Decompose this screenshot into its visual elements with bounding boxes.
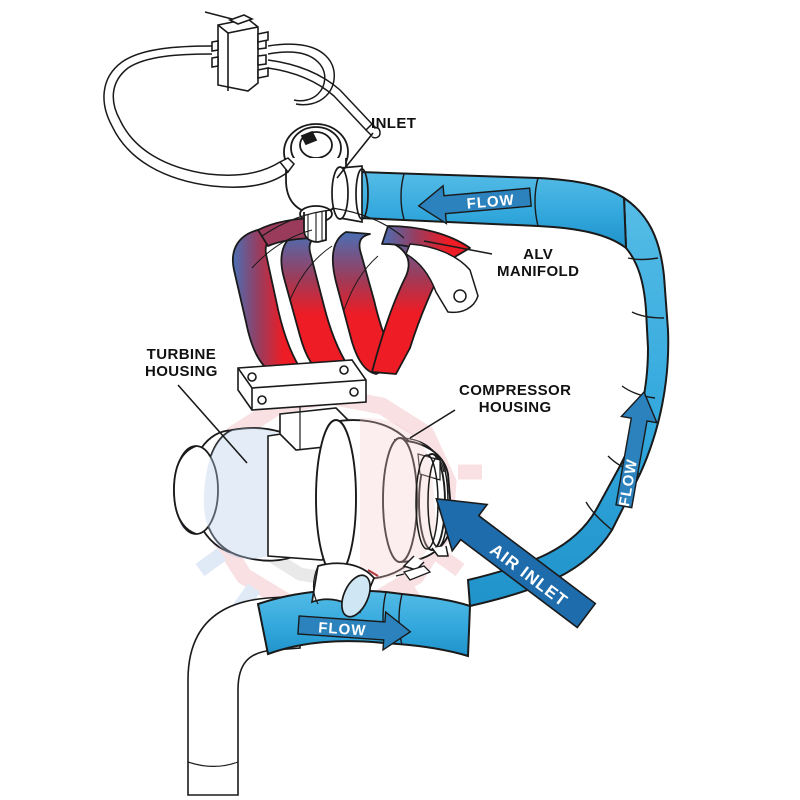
- flow-arrow-bottom-label: FLOW: [318, 619, 367, 639]
- turbine-housing-tint: [203, 427, 280, 559]
- flow-arrow-bottom: FLOW: [297, 610, 412, 652]
- label-compressor-housing: COMPRESSOR HOUSING: [459, 382, 572, 417]
- leader-compressor-housing: [409, 409, 456, 439]
- compressor-housing-body: [315, 419, 453, 580]
- label-compressor-housing-line2: HOUSING: [478, 398, 552, 416]
- compressor-housing-tint: [360, 417, 436, 581]
- leader-lines: [177, 132, 493, 464]
- flow-arrow-top: FLOW: [417, 184, 532, 225]
- flow-arrow-top-label: FLOW: [466, 192, 515, 213]
- label-inlet-line1: INLET: [371, 115, 417, 132]
- label-compressor-housing-line1: COMPRESSOR: [459, 382, 572, 399]
- label-turbine-housing: TURBINE HOUSING: [145, 346, 218, 381]
- leader-turbine-housing: [177, 384, 248, 464]
- leader-inlet: [336, 132, 374, 179]
- label-alv-manifold-line2: MANIFOLD: [497, 262, 580, 280]
- label-inlet: INLET: [371, 115, 417, 133]
- manifold-flange: [237, 359, 367, 411]
- solenoid-valve: [204, 11, 269, 92]
- alv-actuator: [283, 123, 349, 243]
- alv-manifold-runners: [232, 217, 471, 375]
- label-alv-manifold: ALV MANIFOLD: [497, 246, 580, 281]
- inlet-collar: [331, 165, 369, 224]
- label-turbine-housing-line1: TURBINE: [146, 346, 217, 363]
- wastegate-rod: [395, 565, 432, 581]
- manifold-bracket: [251, 207, 479, 314]
- leader-alv-manifold: [423, 240, 493, 255]
- vacuum-hoses: [103, 43, 381, 188]
- label-alv-manifold-line1: ALV: [523, 246, 554, 263]
- turbo-outlet: [310, 562, 379, 618]
- label-turbine-housing-line2: HOUSING: [145, 362, 218, 380]
